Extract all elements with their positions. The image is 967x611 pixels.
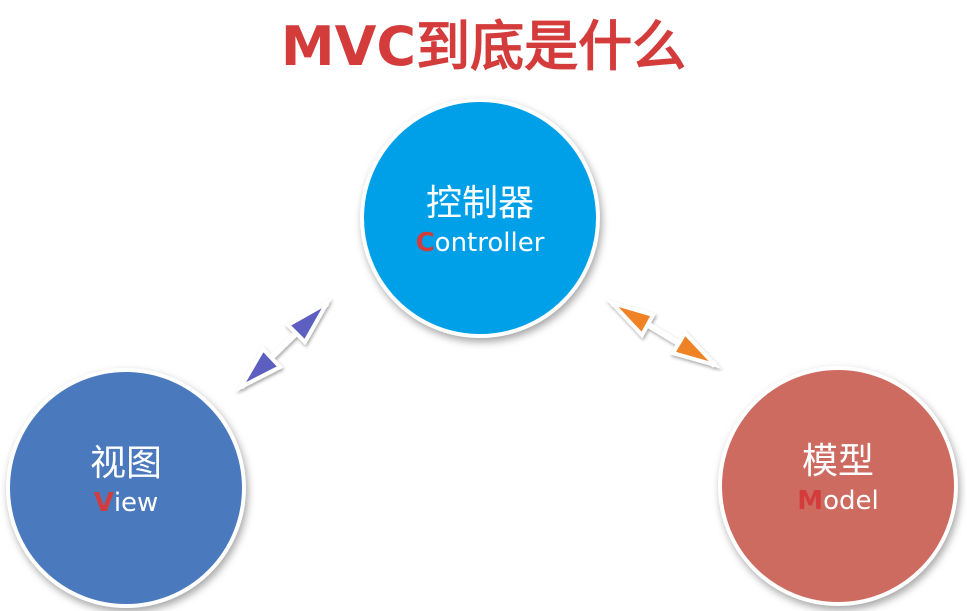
controller-model-arrow (605, 299, 722, 369)
slide-title: MVC到底是什么 (280, 15, 687, 78)
view-node: 视图 View (6, 368, 246, 608)
arrowhead-down-icon (669, 329, 722, 369)
model-initial: M (797, 486, 824, 516)
model-rest: odel (823, 486, 879, 516)
arrowhead-down-icon (235, 345, 284, 392)
view-cn-label: 视图 (89, 443, 162, 484)
view-controller-arrow (235, 297, 333, 392)
arrowhead-up-icon (284, 297, 333, 346)
controller-rest: ontroller (434, 228, 545, 258)
model-node: 模型 Model (718, 366, 958, 606)
model-en-label: Model (722, 486, 954, 516)
view-en-label: View (10, 488, 242, 518)
arrowhead-up-icon (605, 299, 656, 339)
controller-cn-label: 控制器 (425, 183, 534, 224)
model-cn-label: 模型 (801, 441, 874, 482)
controller-en-label: Controller (364, 228, 596, 258)
controller-node: 控制器 Controller (360, 98, 600, 338)
view-rest: iew (113, 488, 159, 518)
controller-initial: C (415, 228, 435, 258)
view-initial: V (93, 488, 114, 518)
